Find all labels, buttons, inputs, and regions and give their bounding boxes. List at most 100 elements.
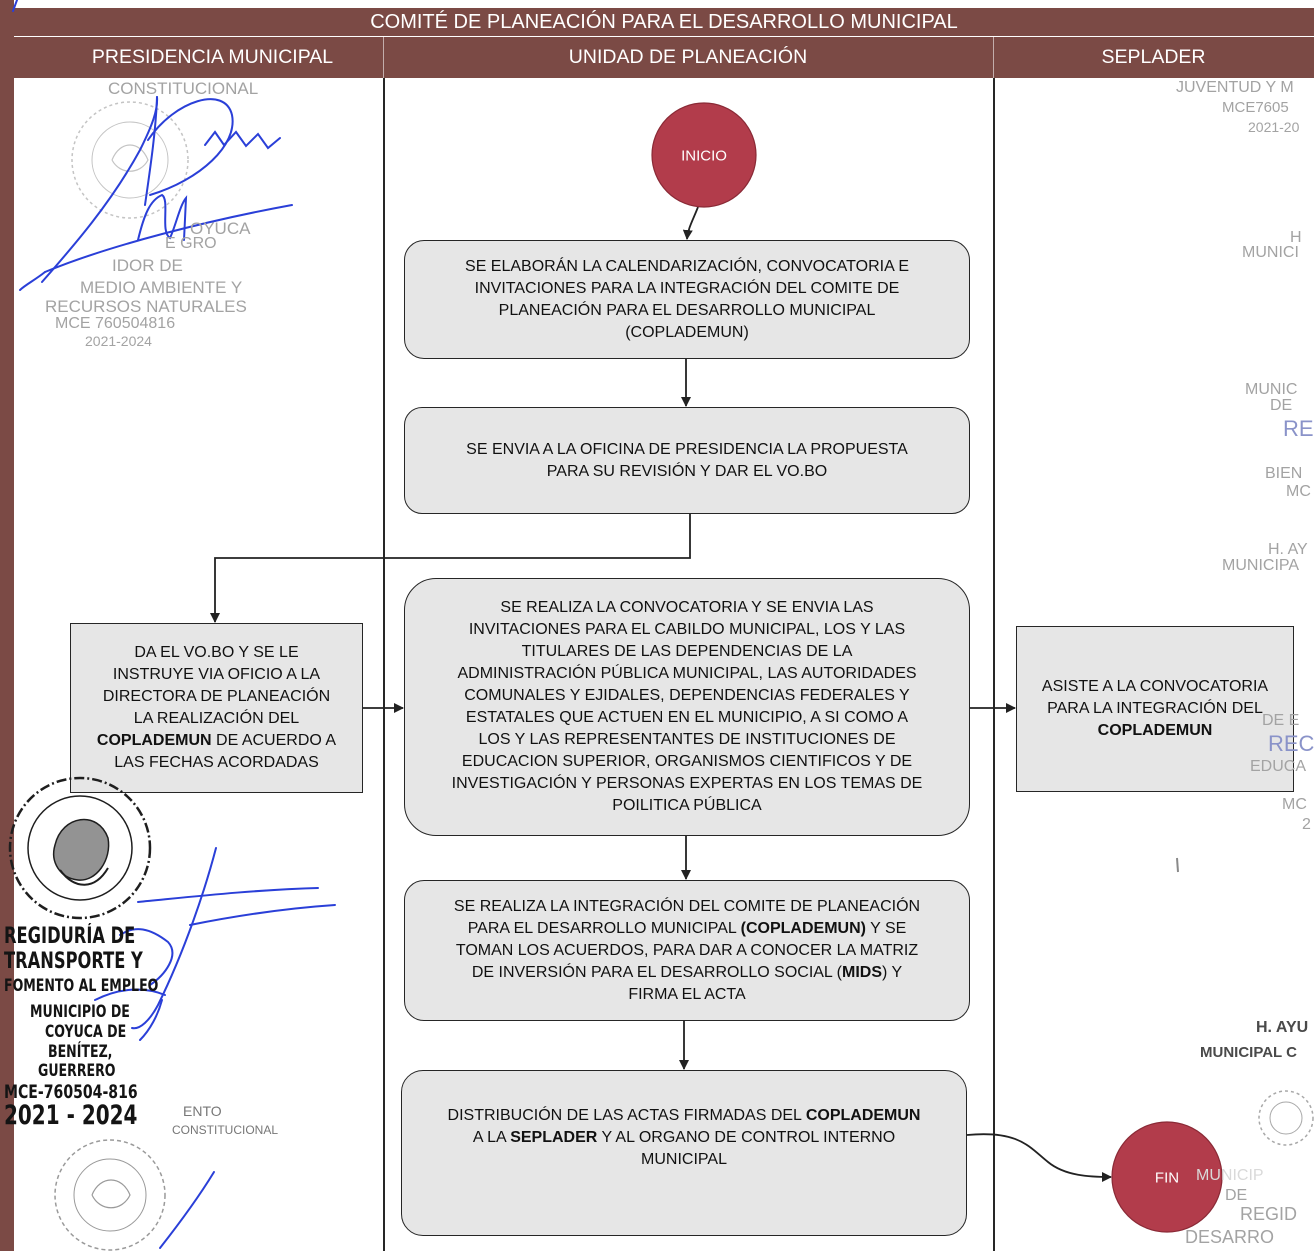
text-line: PARA EL DESARROLLO MUNICIPAL (COPLADEMUN… xyxy=(468,918,907,940)
signature-bottom-left xyxy=(94,847,336,1249)
stamp-text: FOMENTO AL EMPLEO xyxy=(4,976,159,996)
stamp-text: BIEN xyxy=(1265,465,1303,482)
stamp-text: TRANSPORTE Y xyxy=(4,949,143,974)
lane-divider xyxy=(993,78,995,1251)
text-line: (COPLADEMUN) xyxy=(625,323,749,341)
stamp-text: REGID xyxy=(1240,1204,1298,1224)
official-seal xyxy=(54,1139,166,1251)
text-segment: A LA xyxy=(472,1129,511,1146)
stamp-text: MCE 760504816 xyxy=(55,315,176,332)
text-line: TOMAN LOS ACUERDOS, PARA DAR A CONOCER L… xyxy=(455,941,919,959)
stamp-text: CONSTITUCIONAL xyxy=(172,1123,279,1137)
stamp-text: COYUCA DE xyxy=(45,1022,127,1042)
stamp-text: 2 xyxy=(1302,816,1311,833)
start-circle xyxy=(651,102,757,208)
diagram-title: COMITÉ DE PLANEACIÓN PARA EL DESARROLLO … xyxy=(14,8,1314,36)
stamp-text: MUNIC xyxy=(1245,381,1298,398)
text-line: POILITICA PÚBLICA xyxy=(612,797,762,814)
process-step-realizar-convocatoria: SE REALIZA LA CONVOCATORIA Y SE ENVIA LA… xyxy=(404,578,970,836)
text-line: ESTATALES QUE ACTUEN EN EL MUNICIPIO, A … xyxy=(465,709,909,726)
official-seal xyxy=(1258,1090,1314,1146)
bold-term: COPLADEMUN xyxy=(96,732,212,749)
lane-divider xyxy=(383,78,385,1251)
text-line: SE REALIZA LA CONVOCATORIA Y SE ENVIA LA… xyxy=(500,599,874,616)
text-line: PARA LA INTEGRACIÓN DEL xyxy=(1047,700,1263,717)
stamp-text: CONSTITUCIONAL xyxy=(108,79,259,98)
text-line: DE INVERSIÓN PARA EL DESARROLLO SOCIAL (… xyxy=(472,962,902,984)
stamp-text: MCE-760504-816 xyxy=(4,1081,138,1103)
stamp-text: GUERRERO xyxy=(38,1061,116,1081)
text-segment: DE ACUERDO A xyxy=(211,732,337,749)
stamp-text: 2021-2024 xyxy=(85,333,152,349)
stamp-text: DESARRO xyxy=(1185,1227,1275,1247)
stamp-text: H. AYU xyxy=(1256,1019,1309,1036)
lane-header-unidad-planeacion: UNIDAD DE PLANEACIÓN xyxy=(383,37,993,78)
text-line: DISTRIBUCIÓN DE LAS ACTAS FIRMADAS DEL C… xyxy=(448,1105,921,1127)
stamp-text: H. AY xyxy=(1268,541,1308,558)
stamp-text: E GRO xyxy=(165,235,217,252)
text-line: DA EL VO.BO Y SE LE xyxy=(134,644,299,661)
process-step-integracion-comite: SE REALIZA LA INTEGRACIÓN DEL COMITE DE … xyxy=(404,880,970,1021)
text-line: EDUCACION SUPERIOR, ORGANISMOS CIENTIFIC… xyxy=(461,753,913,770)
process-step-dar-vobo: DA EL VO.BO Y SE LE INSTRUYE VIA OFICIO A… xyxy=(70,623,363,793)
official-seal xyxy=(8,776,152,920)
stamp-text: 2021-20 xyxy=(1248,119,1300,135)
text-line: LOS Y LAS REPRESENTANTES DE INSTITUCIONE… xyxy=(478,731,896,748)
text-line: SE ELABORÁN LA CALENDARIZACIÓN, CONVOCAT… xyxy=(465,257,909,275)
text-segment: Y SE xyxy=(865,919,907,937)
bold-term: (COPLADEMUN) xyxy=(740,919,866,937)
text-line: DIRECTORA DE PLANEACIÓN xyxy=(102,688,331,705)
stamp-text: ENTO xyxy=(183,1103,222,1119)
stamp-text: H xyxy=(1290,229,1302,246)
stamp-text: MUNICIPAL C xyxy=(1200,1044,1297,1061)
text-line: LA REALIZACIÓN DEL xyxy=(133,710,300,727)
pen-mark xyxy=(1176,857,1179,873)
text-line: INVESTIGACIÓN Y PERSONAS EXPERTAS EN LOS… xyxy=(451,775,923,792)
start-label: INICIO xyxy=(681,148,727,165)
bold-term: COPLADEMUN xyxy=(805,1107,921,1124)
stamp-text: MC xyxy=(1286,483,1311,500)
stamp-text: MUNICIPA xyxy=(1222,557,1300,574)
text-line: LAS FECHAS ACORDADAS xyxy=(114,754,319,771)
process-step-elaborar-calendarizacion: SE ELABORÁN LA CALENDARIZACIÓN, CONVOCAT… xyxy=(404,240,970,359)
text-segment: DISTRIBUCIÓN DE LAS ACTAS FIRMADAS DEL xyxy=(447,1107,806,1124)
stamp-text: DE xyxy=(1270,397,1293,414)
process-step-enviar-propuesta: SE ENVIA A LA OFICINA DE PRESIDENCIA LA … xyxy=(404,407,970,514)
stamp-text: BENÍTEZ, xyxy=(48,1042,113,1062)
end-terminal: FIN xyxy=(1111,1121,1223,1233)
left-border-strip xyxy=(0,0,14,1251)
text-line: INVITACIONES PARA EL CABILDO MUNICIPAL, … xyxy=(468,621,906,638)
text-line: PARA SU REVISIÓN Y DAR EL VO.BO xyxy=(546,462,828,480)
stamp-text: MUNICIP xyxy=(1196,1167,1264,1184)
lane-header-presidencia: PRESIDENCIA MUNICIPAL xyxy=(14,37,383,78)
end-label: FIN xyxy=(1155,1170,1179,1187)
official-seal xyxy=(71,101,189,219)
text-line: ADMINISTRACIÓN PÚBLICA MUNICIPAL, LAS AU… xyxy=(457,665,917,682)
text-line: PLANEACIÓN PARA EL DESARROLLO MUNICIPAL xyxy=(498,301,876,319)
text-line: INSTRUYE VIA OFICIO A LA xyxy=(112,666,321,683)
stamp-text: MUNICIPIO DE xyxy=(30,1002,130,1022)
lane-header-divider xyxy=(383,37,384,78)
text-segment: ) Y xyxy=(882,963,903,981)
stamp-text: MC xyxy=(1282,796,1307,813)
process-step-asiste-convocatoria: ASISTE A LA CONVOCATORIA PARA LA INTEGRAC… xyxy=(1016,626,1294,792)
stamp-text: OYUCA xyxy=(190,219,251,238)
stamp-text: IDOR DE xyxy=(112,256,183,275)
text-line: ASISTE A LA CONVOCATORIA xyxy=(1041,678,1269,695)
text-line: SE ENVIA A LA OFICINA DE PRESIDENCIA LA … xyxy=(466,440,908,458)
process-step-distribucion-actas: DISTRIBUCIÓN DE LAS ACTAS FIRMADAS DEL C… xyxy=(401,1070,967,1236)
text-line: INVITACIONES PARA LA INTEGRACIÓN DEL COM… xyxy=(474,279,900,297)
text-line: COPLADEMUN xyxy=(1098,720,1213,742)
text-line: FIRMA EL ACTA xyxy=(628,985,746,1003)
lane-header-divider xyxy=(993,37,994,78)
bold-term: COPLADEMUN xyxy=(1097,722,1213,739)
text-line: A LA SEPLADER Y AL ORGANO DE CONTROL INT… xyxy=(473,1127,895,1149)
stamp-text: RE xyxy=(1283,416,1314,441)
text-segment: Y AL ORGANO DE CONTROL INTERNO xyxy=(597,1129,896,1146)
bold-term: MIDS xyxy=(842,963,883,981)
stamp-text: RECURSOS NATURALES xyxy=(45,297,247,316)
end-circle xyxy=(1111,1121,1223,1233)
stamp-text: JUVENTUD Y M xyxy=(1176,79,1294,96)
text-line: MUNICIPAL xyxy=(641,1151,727,1168)
